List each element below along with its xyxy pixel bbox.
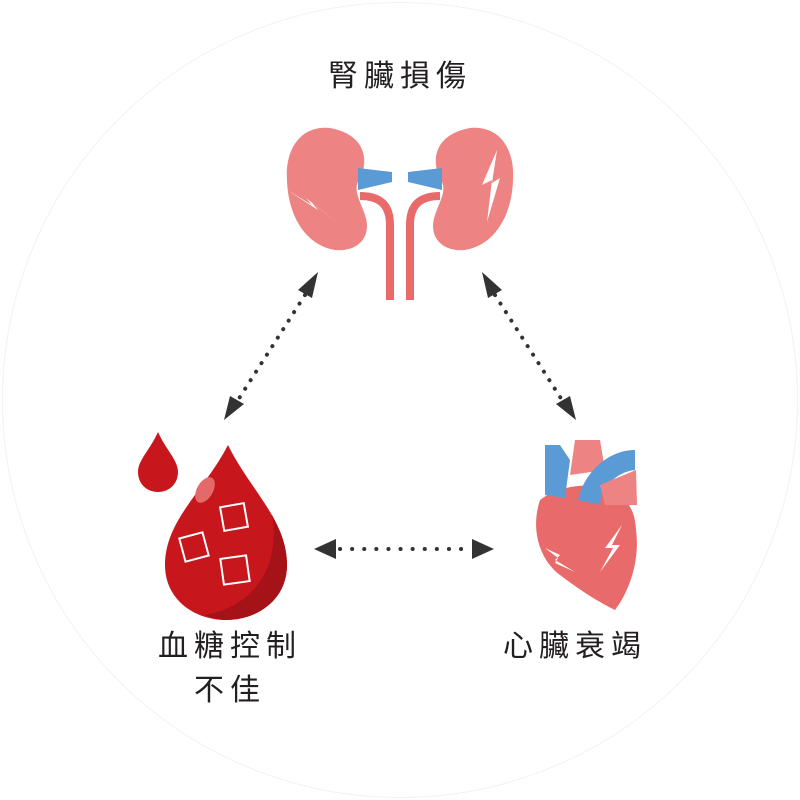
sugar-cube-icon — [178, 501, 251, 586]
kidney-damage-label: 腎臟損傷 — [328, 59, 472, 94]
arrow-blood-heart — [314, 539, 494, 559]
heart-icon — [536, 440, 637, 610]
heart-failure-label: 心臟衰竭 — [503, 629, 647, 664]
arrow-kidney-blood — [224, 272, 318, 420]
blood-sugar-label-line1: 血糖控制 — [158, 629, 302, 664]
blood-sugar-label: 血糖控制 不佳 — [130, 625, 330, 713]
kidney-icon — [286, 127, 514, 300]
blood-sugar-label-line2: 不佳 — [194, 673, 266, 708]
blood-drop-icon — [138, 432, 287, 620]
arrow-kidney-heart — [482, 272, 576, 420]
